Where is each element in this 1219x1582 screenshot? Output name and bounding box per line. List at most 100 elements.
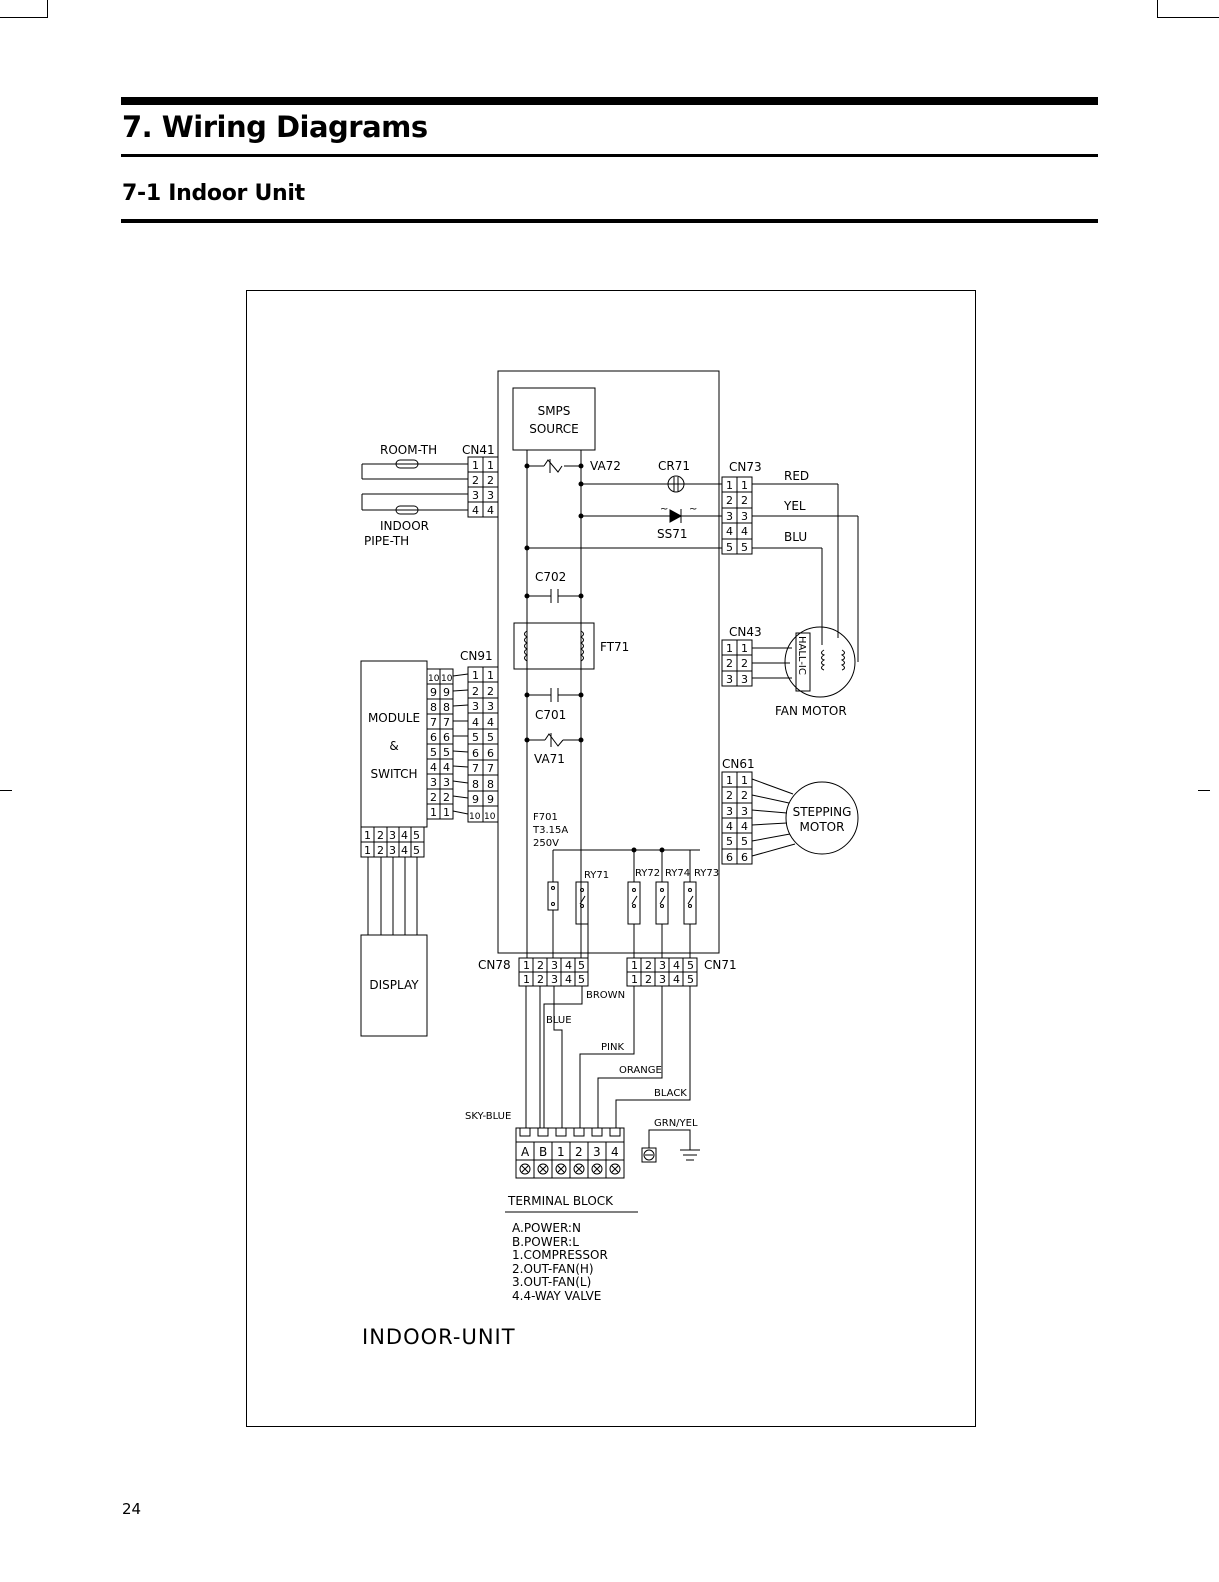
svg-text:7: 7 (487, 762, 494, 775)
svg-text:6: 6 (472, 747, 479, 760)
room-th-label: ROOM-TH (380, 443, 437, 457)
svg-text:2: 2 (537, 973, 544, 986)
svg-text:2: 2 (741, 789, 748, 802)
ry73-label: RY73 (694, 868, 719, 879)
svg-text:5: 5 (472, 731, 479, 744)
svg-text:1: 1 (523, 959, 530, 972)
terminal-label-3: 3 (593, 1145, 601, 1159)
svg-text:2: 2 (487, 474, 494, 487)
svg-text:2: 2 (726, 494, 733, 507)
wire-sky-blue-label: SKY-BLUE (465, 1111, 511, 1122)
fuse-label-3: 250V (533, 838, 559, 849)
svg-text:10: 10 (469, 812, 481, 822)
ft71-component (513, 622, 595, 670)
va71-label: VA71 (534, 752, 565, 766)
indoor-pipe-th-label-1: INDOOR (380, 519, 429, 533)
cn61-label: CN61 (722, 757, 755, 771)
terminal-block-title: TERMINAL BLOCK (507, 1194, 614, 1208)
connector-cn91 (467, 666, 499, 823)
svg-text:10: 10 (484, 812, 496, 822)
crop-mark (47, 0, 48, 18)
smps-label-1: SMPS (538, 404, 571, 418)
wire-yel-label: YEL (783, 499, 806, 513)
stepping-motor (785, 781, 859, 855)
svg-text:7: 7 (430, 716, 437, 729)
svg-text:10: 10 (428, 674, 440, 684)
svg-text:2: 2 (741, 494, 748, 507)
svg-text:3: 3 (659, 959, 666, 972)
svg-text:3: 3 (741, 510, 748, 523)
svg-text:5: 5 (687, 973, 694, 986)
subsection-title: 7-1 Indoor Unit (122, 181, 305, 206)
svg-text:1: 1 (443, 806, 450, 819)
svg-text:2: 2 (741, 657, 748, 670)
svg-text:2: 2 (645, 973, 652, 986)
svg-text:4: 4 (401, 844, 408, 857)
svg-text:2: 2 (430, 791, 437, 804)
diagram-frame (246, 290, 976, 1427)
section-title: 7. Wiring Diagrams (122, 110, 428, 144)
cn78-label: CN78 (478, 958, 511, 972)
svg-text:9: 9 (487, 793, 494, 806)
svg-text:4: 4 (565, 973, 572, 986)
svg-text:8: 8 (472, 778, 479, 791)
svg-text:1: 1 (472, 669, 479, 682)
svg-text:1: 1 (487, 669, 494, 682)
svg-text:3: 3 (472, 489, 479, 502)
smps-label-2: SOURCE (529, 422, 579, 436)
ry72-label: RY72 (635, 868, 660, 879)
legend-item: 4.4-WAY VALVE (512, 1289, 601, 1303)
svg-text:6: 6 (487, 747, 494, 760)
legend-item: B.POWER:L (512, 1235, 579, 1249)
cn73-label: CN73 (729, 460, 762, 474)
hall-ic-label: HALL-IC (796, 636, 807, 675)
svg-text:2: 2 (487, 685, 494, 698)
display-label: DISPLAY (369, 978, 419, 992)
relay-ry72 (627, 881, 641, 925)
wire-pink-label: PINK (601, 1042, 624, 1053)
svg-text:2: 2 (726, 789, 733, 802)
terminal-label-b: B (539, 1145, 547, 1159)
legend-item: 3.OUT-FAN(L) (512, 1275, 591, 1289)
wire-orange-label: ORANGE (619, 1065, 662, 1076)
svg-text:10: 10 (441, 674, 453, 684)
svg-text:5: 5 (413, 844, 420, 857)
relay-ry74 (655, 881, 669, 925)
svg-text:2: 2 (472, 474, 479, 487)
wire-blu-label: BLU (784, 530, 807, 544)
svg-text:3: 3 (389, 844, 396, 857)
fuse-label-1: F701 (533, 812, 558, 823)
svg-text:4: 4 (673, 973, 680, 986)
svg-text:1: 1 (726, 479, 733, 492)
page-number: 24 (122, 1500, 142, 1518)
legend-item: A.POWER:N (512, 1221, 581, 1235)
svg-text:4: 4 (726, 820, 733, 833)
svg-text:3: 3 (443, 776, 450, 789)
wire-grn-yel-label: GRN/YEL (654, 1118, 698, 1129)
wire-black-label: BLACK (654, 1088, 687, 1099)
pcb-board (497, 370, 720, 954)
c702-label: C702 (535, 570, 566, 584)
svg-text:8: 8 (430, 701, 437, 714)
svg-text:3: 3 (726, 673, 733, 686)
svg-text:1: 1 (487, 459, 494, 472)
crop-mark (1157, 0, 1158, 18)
connector-cn61 (721, 771, 753, 865)
fuse-label-2: T3.15A (532, 825, 568, 836)
smps-box (512, 387, 596, 451)
terminal-screws (519, 1163, 621, 1175)
svg-text:5: 5 (487, 731, 494, 744)
svg-text:4: 4 (401, 829, 408, 842)
svg-text:9: 9 (430, 686, 437, 699)
terminal-label-2: 2 (575, 1145, 583, 1159)
svg-text:4: 4 (472, 504, 479, 517)
svg-text:1: 1 (726, 642, 733, 655)
ground-symbol (641, 1129, 700, 1163)
wire-brown-label: BROWN (586, 990, 625, 1001)
svg-text:7: 7 (443, 716, 450, 729)
svg-text:~: ~ (689, 504, 697, 515)
cn41-label: CN41 (462, 443, 495, 457)
svg-text:2: 2 (377, 829, 384, 842)
svg-text:1: 1 (364, 844, 371, 857)
